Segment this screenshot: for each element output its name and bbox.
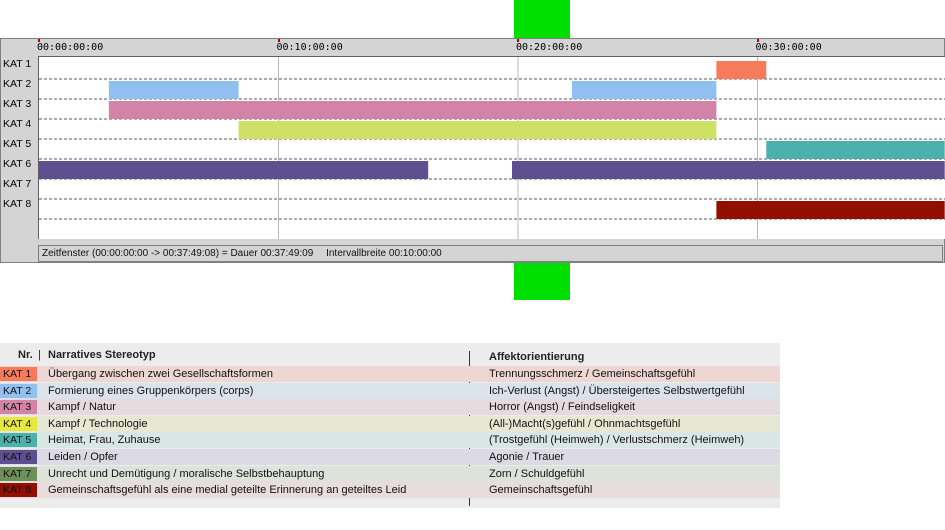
legend-nr: KAT 8	[0, 483, 37, 498]
legend-stereotyp: Kampf / Technologie	[48, 417, 148, 430]
tick-mark-3	[756, 39, 759, 42]
legend-affekt: Trennungsschmerz / Gemeinschaftsgefühl	[489, 368, 696, 380]
row-label-2: KAT 2	[3, 78, 32, 90]
tick-label-3: 00:30:00:00	[755, 42, 822, 53]
segment-kat-4-4	[238, 121, 717, 139]
tick-label-2: 00:20:00:00	[516, 42, 583, 53]
tick-label-1: 00:10:00:00	[276, 42, 343, 53]
legend-affekt: Gemeinschaftsgefühl	[489, 484, 593, 497]
row-label-5: KAT 5	[3, 138, 32, 150]
time-ruler: 00:00:00:00 00:10:00:00 00:20:00:00 00:30:0…	[37, 39, 945, 56]
segment-kat-5-5	[766, 141, 945, 159]
legend-stereotyp: Leiden / Opfer	[48, 451, 118, 463]
timeline-svg	[39, 57, 945, 239]
legend-stereotyp: Übergang zwischen zwei Gesellschaftsform…	[48, 368, 273, 380]
status-bar: Zeitfenster (00:00:00:00 -> 00:37:49:08)…	[38, 245, 943, 262]
legend-affekt: Ich-Verlust (Angst) / Übersteigertes Sel…	[489, 384, 745, 397]
timeline-panel: 00:00:00:00 00:10:00:00 00:20:00:00 00:30:0…	[0, 38, 945, 263]
row-label-4: KAT 4	[3, 118, 32, 130]
row-label-1: KAT 1	[3, 58, 32, 70]
segment-kat-1-0	[716, 61, 767, 79]
legend-header-affekt: Affektorientierung	[489, 351, 585, 363]
legend-affekt: Agonie / Trauer	[489, 451, 565, 463]
legend-affekt: (Trostgefühl (Heimweh) / Verlustschmerz …	[489, 434, 745, 447]
legend-row: KAT 5 Heimat, Frau, Zuhause (Trostgefühl (…	[0, 432, 780, 449]
legend-row: KAT 4 Kampf / Technologie (All-)Macht(s)ge…	[0, 415, 780, 432]
row-label-6: KAT 6	[3, 158, 32, 170]
row-label-8: KAT 8	[3, 198, 32, 210]
legend-row: KAT 3 Kampf / Natur Horror (Angst) / Feind…	[0, 399, 780, 416]
legend-nr: KAT 6	[0, 450, 37, 464]
row-label-7: KAT 7	[3, 178, 32, 190]
tick-mark-2	[517, 39, 519, 42]
segment-kat-8-8	[716, 201, 945, 219]
row-label-3: KAT 3	[3, 98, 32, 110]
legend-nr: KAT 1	[0, 367, 37, 381]
legend-stereotyp: Heimat, Frau, Zuhause	[48, 434, 161, 447]
segment-kat-2-2	[571, 81, 717, 99]
green-marker-bottom	[514, 263, 570, 300]
legend-row: KAT 2 Formierung eines Gruppenkörpers (co…	[0, 382, 780, 399]
segment-kat-3-3	[108, 101, 717, 119]
legend-affekt: Horror (Angst) / Feindseligkeit	[489, 401, 636, 414]
legend-row: KAT 8 Gemeinschaftsgefühl als eine medial…	[0, 482, 780, 499]
legend-stereotyp: Kampf / Natur	[48, 401, 116, 414]
legend-nr: KAT 7	[0, 466, 37, 481]
legend-nr: KAT 5	[0, 433, 37, 448]
legend-stereotyp: Unrecht und Demütigung / moralische Selb…	[48, 467, 325, 480]
legend-nr: KAT 2	[0, 383, 37, 398]
legend-affekt: Zorn / Schuldgefühl	[489, 467, 585, 480]
legend-nr: KAT 4	[0, 416, 37, 431]
legend-header-nr: Nr.	[18, 349, 33, 361]
legend-row: KAT 6 Leiden / Opfer Agonie / Trauer	[0, 449, 780, 465]
legend-row: KAT 7 Unrecht und Demütigung / moralische…	[0, 465, 780, 482]
tick-mark-0	[38, 39, 40, 42]
legend-stereotyp: Gemeinschaftsgefühl als eine medial gete…	[48, 484, 407, 497]
green-marker-top	[514, 0, 570, 38]
legend-nr: KAT 3	[0, 400, 37, 415]
legend-stereotyp: Formierung eines Gruppenkörpers (corps)	[48, 384, 254, 397]
legend-affekt: (All-)Macht(s)gefühl / Ohnmachtsgefühl	[489, 417, 681, 430]
tick-mark-1	[277, 39, 280, 42]
segment-kat-6-7	[512, 161, 945, 179]
legend-row: KAT 1 Übergang zwischen zwei Gesellschaft…	[0, 366, 780, 382]
status-zeitfenster: Zeitfenster (00:00:00:00 -> 00:37:49:08)…	[42, 248, 314, 259]
segment-kat-2-1	[108, 81, 239, 99]
segment-kat-6-6	[39, 161, 429, 179]
legend-header-stereotyp: Narratives Stereotyp	[48, 349, 156, 361]
tick-label-0: 00:00:00:00	[37, 42, 104, 53]
legend-header-divider: |	[38, 349, 41, 361]
timeline-plot	[38, 56, 945, 239]
legend-table: Nr. | Narratives Stereotyp Affektorienti…	[0, 343, 780, 508]
status-intervall: Intervallbreite 00:10:00:00	[326, 248, 442, 259]
